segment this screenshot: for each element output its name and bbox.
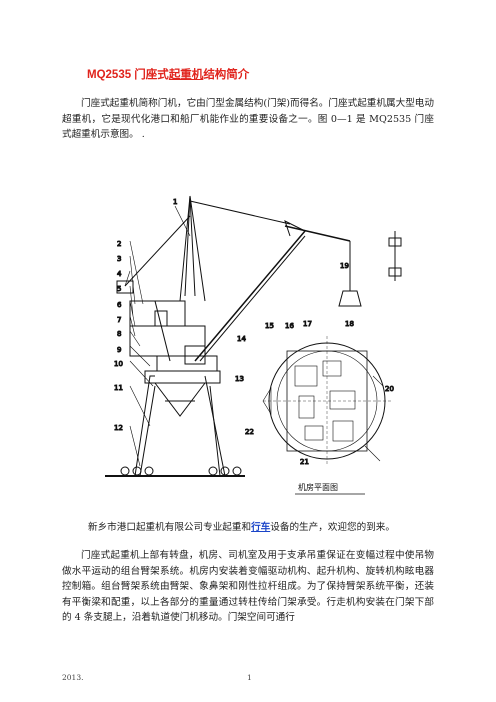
label-12: 12 bbox=[114, 424, 123, 432]
plan-view-caption: 机房平面图 bbox=[298, 482, 338, 492]
title-suffix: 结构简介 bbox=[203, 69, 250, 81]
label-3: 3 bbox=[117, 255, 121, 263]
label-8: 8 bbox=[117, 330, 121, 338]
label-13: 13 bbox=[235, 375, 244, 383]
label-2: 2 bbox=[117, 240, 121, 248]
label-15: 15 bbox=[265, 322, 274, 330]
label-6: 6 bbox=[117, 301, 122, 309]
document-title: MQ2535 门座式起重机结构简介 bbox=[87, 66, 249, 82]
label-14: 14 bbox=[237, 335, 246, 343]
body-paragraph: 门座式起重机上部有转盘，机房、司机室及用于支承吊重保证在变幅过程中使吊物做水平运… bbox=[62, 550, 434, 624]
caption-before: 新乡市港口起重机有限公司专业起重和 bbox=[88, 522, 252, 533]
label-18: 18 bbox=[345, 320, 354, 328]
label-1: 1 bbox=[173, 198, 177, 206]
label-19: 19 bbox=[340, 262, 349, 270]
caption-after: 设备的生产，欢迎您的到来。 bbox=[270, 522, 395, 533]
label-21: 21 bbox=[300, 458, 309, 466]
footer-year: 2013. bbox=[62, 673, 84, 682]
crane-diagram: 1 2 3 4 5 6 7 8 9 10 11 12 13 14 15 16 1… bbox=[95, 176, 412, 506]
crane-diagram-svg: 1 2 3 4 5 6 7 8 9 10 11 12 13 14 15 16 1… bbox=[105, 195, 402, 495]
label-22: 22 bbox=[245, 428, 254, 436]
title-prefix: MQ2535 门座式 bbox=[87, 69, 169, 81]
title-link-crane[interactable]: 起重机 bbox=[168, 69, 204, 81]
label-20: 20 bbox=[385, 385, 394, 393]
intro-paragraph: 门座式起重机简称门机，它由门型金属结构(门架)而得名。门座式起重机属大型电动超重… bbox=[62, 98, 434, 141]
label-17: 17 bbox=[303, 320, 312, 328]
label-10: 10 bbox=[114, 360, 123, 368]
label-16: 16 bbox=[285, 322, 294, 330]
caption-link-crane[interactable]: 行车 bbox=[251, 522, 271, 533]
footer-page-number: 1 bbox=[247, 673, 252, 682]
label-11: 11 bbox=[114, 384, 123, 392]
label-9: 9 bbox=[117, 346, 121, 354]
label-7: 7 bbox=[117, 316, 121, 324]
company-caption: 新乡市港口起重机有限公司专业起重和行车设备的生产，欢迎您的到来。 bbox=[88, 519, 395, 533]
label-5: 5 bbox=[117, 285, 121, 293]
label-4: 4 bbox=[117, 270, 122, 278]
